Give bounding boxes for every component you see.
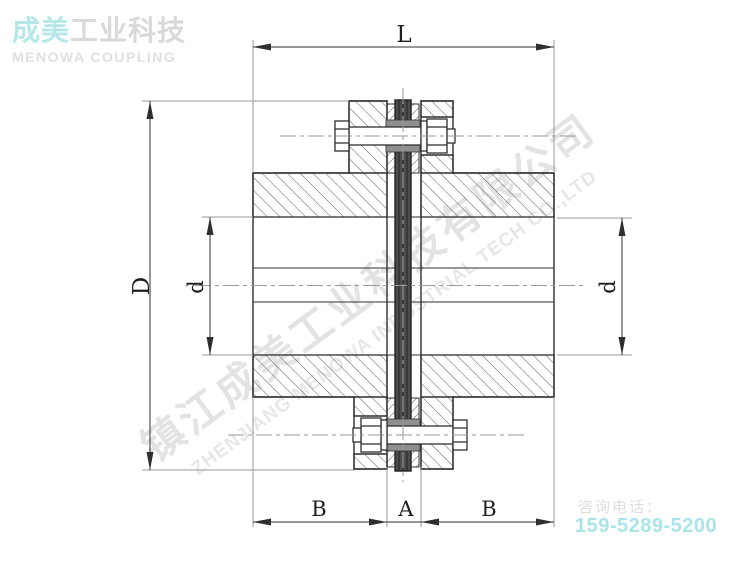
- contact-label: 咨询电话：: [578, 499, 664, 516]
- dim-label-overall-length: L: [396, 22, 412, 48]
- brand-logo: 成美工业科技 MENOWA COUPLING: [12, 15, 187, 65]
- dimension-arrows: [146, 43, 626, 526]
- dim-label-bore-right: d: [596, 280, 620, 294]
- dimension-lines: [149, 46, 623, 523]
- centerlines: [195, 88, 583, 482]
- brand-name-en: MENOWA COUPLING: [12, 48, 177, 65]
- bore-lines: [253, 216, 554, 356]
- left-hub-lower-section: [252, 354, 388, 398]
- dim-label-flange-diameter: D: [129, 276, 155, 296]
- brand-name-cn-primary: 成美: [12, 15, 71, 46]
- brand-name-cn: 成美工业科技: [12, 15, 187, 47]
- dim-label-bore-left: d: [184, 280, 208, 294]
- dim-label-hub-width-left: B: [311, 497, 327, 521]
- brand-name-cn-secondary: 工业科技: [70, 15, 187, 46]
- contact-phone: 159-5289-5200: [575, 515, 718, 537]
- dim-label-center-gap: A: [398, 497, 414, 521]
- dim-label-hub-width-right: B: [481, 497, 497, 521]
- right-hub-upper-section: [420, 172, 555, 218]
- left-hub-upper-section: [252, 172, 388, 218]
- right-hub-lower-section: [420, 354, 555, 398]
- extension-lines: [142, 40, 632, 527]
